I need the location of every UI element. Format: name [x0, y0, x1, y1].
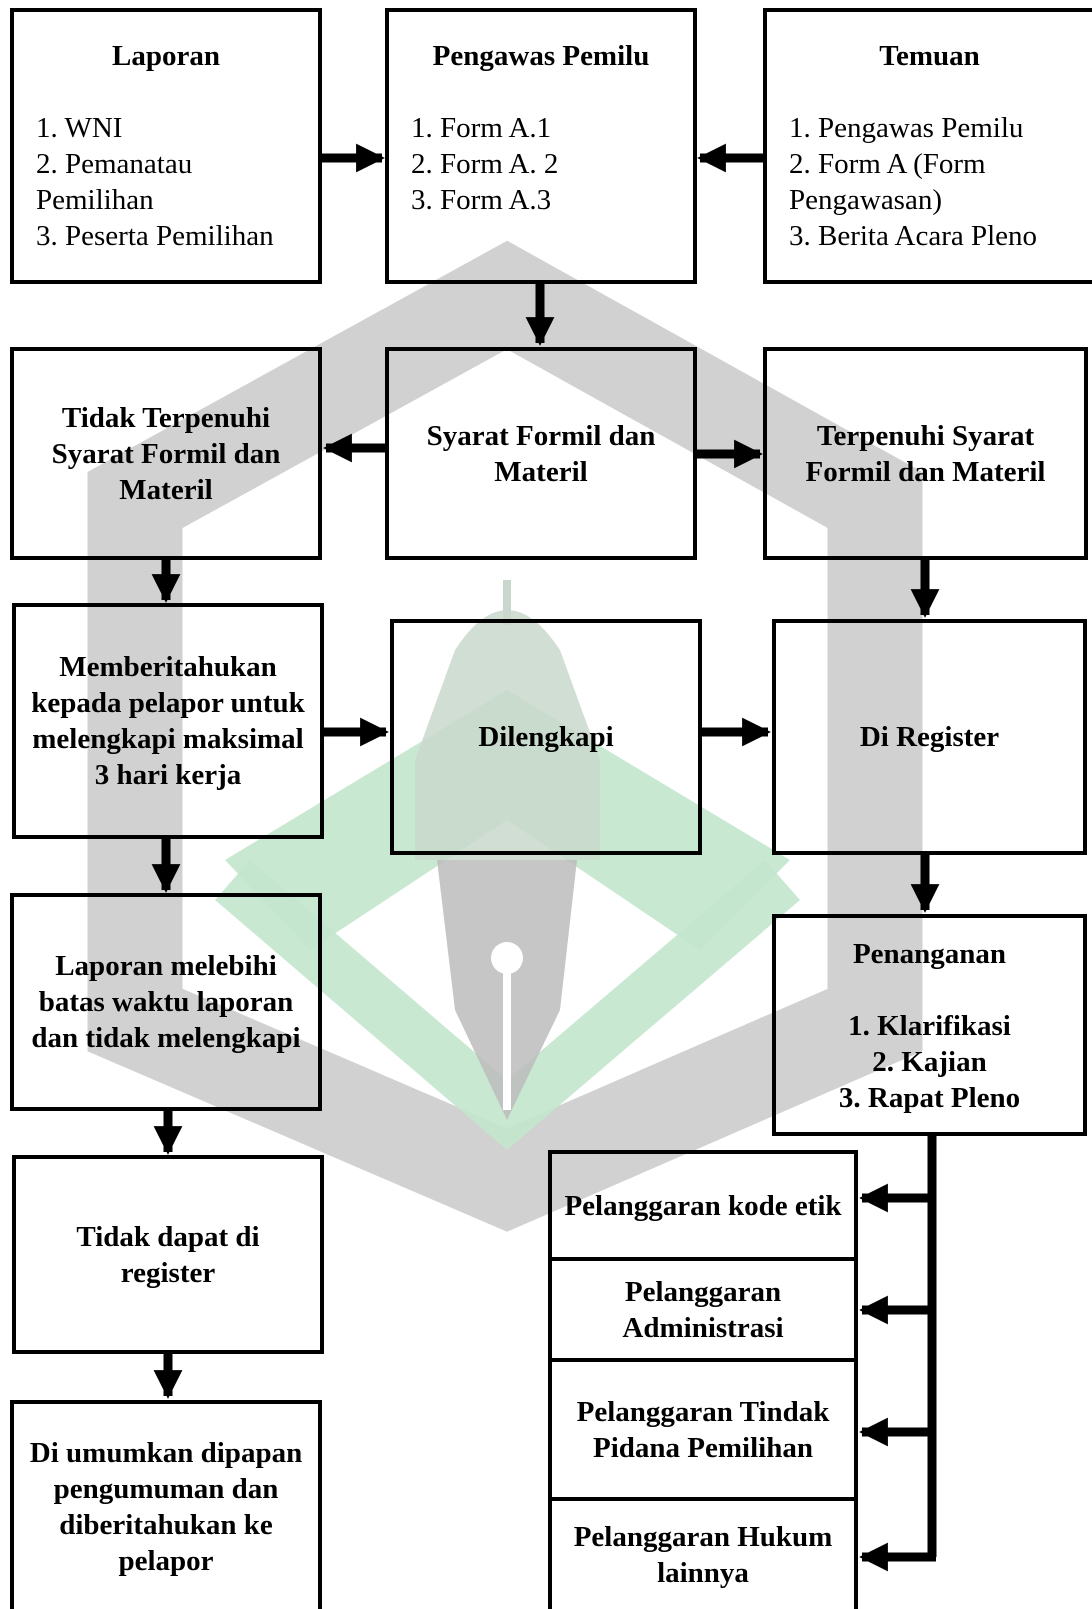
dilengkapi-box: Dilengkapi — [390, 619, 702, 855]
temuan-item: 1. Pengawas Pemilu — [789, 112, 1024, 144]
tidak-terpenuhi-text: Tidak Terpenuhi Syarat Formil dan Materi… — [51, 401, 281, 506]
penanganan-item: 1. Klarifikasi — [848, 1010, 1011, 1042]
penanganan-list: 1. Klarifikasi 2. Kajian 3. Rapat Pleno — [776, 1008, 1083, 1116]
pengawas-pemilu-box: Pengawas Pemilu 1. Form A.1 2. Form A. 2… — [385, 8, 697, 284]
tidak-dapat-register-text: Tidak dapat di register — [76, 1220, 260, 1289]
temuan-item: 3. Berita Acara Pleno — [789, 220, 1038, 252]
laporan-box: Laporan 1. WNI 2. Pemanatau Pemilihan 3.… — [10, 8, 322, 284]
temuan-title: Temuan — [879, 40, 980, 72]
pengawas-pemilu-title: Pengawas Pemilu — [432, 40, 650, 72]
outcome-kode-etik: Pelanggaran kode etik — [548, 1150, 858, 1261]
pengawas-pemilu-item: 1. Form A.1 — [411, 112, 552, 144]
watermark-pen-slit — [503, 970, 511, 1110]
penanganan-title: Penanganan — [852, 938, 1007, 970]
outcome-text: Pelanggaran Hukum lainnya — [573, 1521, 833, 1589]
memberitahukan-text: Memberitahukan kepada pelapor untuk mele… — [31, 651, 305, 791]
laporan-title: Laporan — [112, 40, 220, 72]
laporan-item: 1. WNI — [36, 112, 123, 144]
outcome-text: Pelanggaran Administrasi — [622, 1275, 784, 1344]
syarat-formil-box: Syarat Formil dan Materil — [385, 347, 697, 560]
penanganan-item: 2. Kajian — [872, 1046, 987, 1078]
watermark-outer-hexagon — [87, 240, 923, 1232]
temuan-item: 2. Form A (Form Pengawasan) — [789, 148, 986, 216]
register-text: Di Register — [859, 721, 1000, 753]
watermark-pen-hole — [491, 942, 523, 974]
pengawas-pemilu-item: 2. Form A. 2 — [411, 148, 559, 180]
diumumkan-box: Di umumkan dipapan pengumuman dan diberi… — [10, 1400, 322, 1609]
outcome-tindak-pidana: Pelanggaran Tindak Pidana Pemilihan — [548, 1358, 858, 1501]
laporan-item: 2. Pemanatau Pemilihan — [36, 148, 193, 216]
laporan-list: 1. WNI 2. Pemanatau Pemilihan 3. Peserta… — [14, 110, 318, 254]
terpenuhi-text: Terpenuhi Syarat Formil dan Materil — [805, 419, 1046, 488]
melebihi-batas-box: Laporan melebihi batas waktu laporan dan… — [10, 893, 322, 1111]
outcome-text: Pelanggaran Tindak Pidana Pemilihan — [576, 1395, 830, 1464]
melebihi-batas-text: Laporan melebihi batas waktu laporan dan… — [31, 950, 301, 1054]
temuan-list: 1. Pengawas Pemilu 2. Form A (Form Penga… — [767, 110, 1092, 254]
outcome-text: Pelanggaran kode etik — [564, 1189, 842, 1222]
watermark-spire — [503, 580, 511, 625]
tidak-terpenuhi-box: Tidak Terpenuhi Syarat Formil dan Materi… — [10, 347, 322, 560]
tidak-dapat-register-box: Tidak dapat di register — [12, 1155, 324, 1354]
register-box: Di Register — [772, 619, 1087, 855]
outcome-hukum-lainnya: Pelanggaran Hukum lainnya — [548, 1497, 858, 1609]
syarat-formil-text: Syarat Formil dan Materil — [426, 419, 656, 488]
outcome-administrasi: Pelanggaran Administrasi — [548, 1257, 858, 1362]
temuan-box: Temuan 1. Pengawas Pemilu 2. Form A (For… — [763, 8, 1092, 284]
terpenuhi-box: Terpenuhi Syarat Formil dan Materil — [763, 347, 1088, 560]
memberitahukan-box: Memberitahukan kepada pelapor untuk mele… — [12, 603, 324, 839]
penanganan-box: Penanganan 1. Klarifikasi 2. Kajian 3. R… — [772, 914, 1087, 1136]
penanganan-item: 3. Rapat Pleno — [838, 1082, 1021, 1114]
dilengkapi-text: Dilengkapi — [478, 721, 614, 753]
watermark-dome — [415, 610, 600, 860]
pengawas-pemilu-list: 1. Form A.1 2. Form A. 2 3. Form A.3 — [389, 110, 693, 218]
laporan-item: 3. Peserta Pemilihan — [36, 220, 274, 252]
diumumkan-text: Di umumkan dipapan pengumuman dan diberi… — [29, 1436, 303, 1577]
pengawas-pemilu-item: 3. Form A.3 — [411, 184, 552, 216]
